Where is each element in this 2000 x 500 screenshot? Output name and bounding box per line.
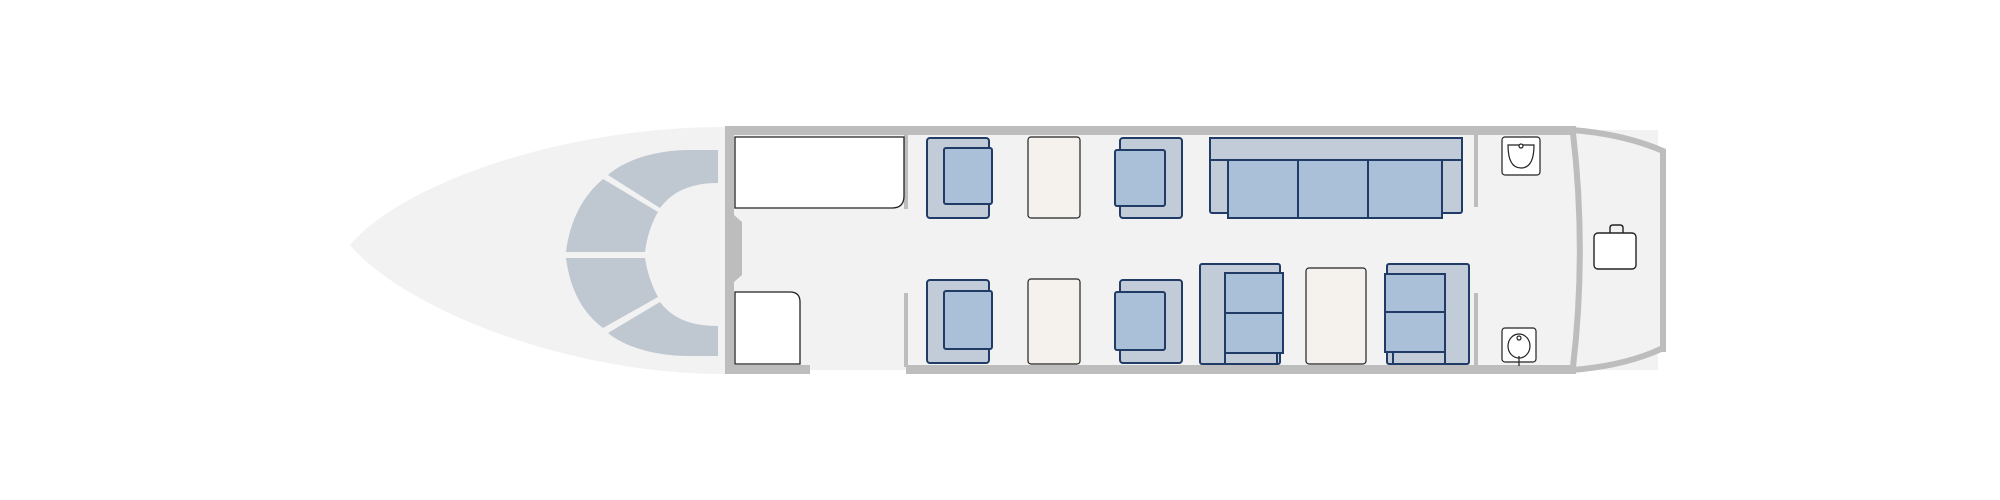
bulkhead-divider-upper [904,135,908,209]
aft-wall-top [1571,127,1666,352]
cockpit-seat-top-icon [608,150,718,208]
bottom-wall-front [725,365,810,374]
seat-cushion [1224,272,1284,314]
luggage-icon [1593,224,1637,270]
table-icon [1027,278,1081,365]
club-seat-4[interactable] [1114,279,1183,364]
sink-icon [1501,136,1541,176]
seat-cushion [943,147,993,205]
sofa-cushion-2 [1297,159,1369,219]
closet-icon [734,291,801,365]
seat-cushion [1384,273,1446,313]
bulkhead-divider-lower [904,293,908,367]
club-seat-3[interactable] [1114,137,1183,219]
tables [1027,136,1367,365]
seat-cushion [943,290,993,350]
lav-divider-lower [1474,293,1478,365]
seat-base [1392,351,1446,365]
seat-base [1224,352,1278,365]
sofa-cushion-3 [1367,159,1443,219]
cockpit-seats [566,150,718,356]
entry-door-notch [734,215,742,282]
bottom-wall-main [906,365,1576,374]
aft-wall-bottom [1571,345,1665,373]
seat-cushion [1114,291,1166,351]
lav-divider-upper [1474,135,1478,207]
club-seat-6[interactable] [1384,263,1470,365]
club-seat-1[interactable] [926,137,993,219]
seat-cushion [1224,312,1284,354]
club-seat-2[interactable] [926,279,993,364]
left-bulkhead [725,126,734,374]
table-icon [1027,136,1081,219]
cockpit-seat-bottom-icon [608,302,718,356]
nose-section [350,127,725,374]
galley-icon [734,136,905,209]
cabin-walls [725,126,1576,374]
seat-cushion [1114,149,1166,207]
club-seat-5[interactable] [1199,263,1284,365]
aft-partition [1570,132,1583,368]
seat-cushion [1384,311,1446,353]
divan-sofa[interactable] [1209,137,1463,219]
top-wall [725,126,1576,135]
sofa-backrest [1209,137,1463,161]
table-icon [1305,267,1367,365]
cockpit-seat-lower-left-icon [566,258,658,328]
cockpit-seat-upper-left-icon [566,179,658,252]
toilet-icon [1501,327,1537,366]
sofa-cushion-1 [1227,159,1299,219]
